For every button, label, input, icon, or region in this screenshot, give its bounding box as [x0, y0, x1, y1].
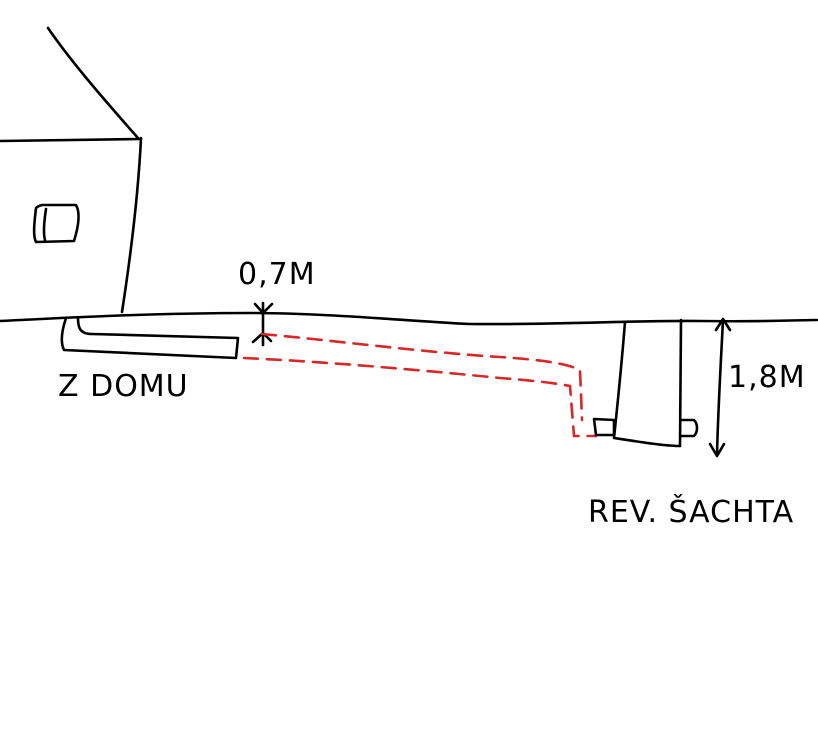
shaft-outlet-pipe [680, 418, 699, 438]
house [0, 26, 143, 314]
depth-marker-shaft [708, 317, 732, 458]
from-house-label: Z DOMU [58, 369, 189, 404]
depth-marker-near-house [251, 301, 274, 347]
existing-pipe [60, 316, 240, 360]
ground-line [0, 311, 818, 326]
shaft-left-wall [612, 318, 683, 448]
house-eave-line [0, 137, 142, 143]
house-window [32, 203, 80, 244]
depth-label-near-house: 0,7M [238, 257, 316, 292]
depth-label-shaft: 1,8M [728, 360, 806, 395]
house-wall [120, 136, 143, 314]
new-pipe-route [242, 332, 598, 438]
shaft-label: REV. ŠACHTA [588, 493, 794, 530]
shaft-inlet-pipe [592, 417, 616, 437]
revision-shaft [592, 318, 699, 448]
house-roof [46, 26, 140, 140]
